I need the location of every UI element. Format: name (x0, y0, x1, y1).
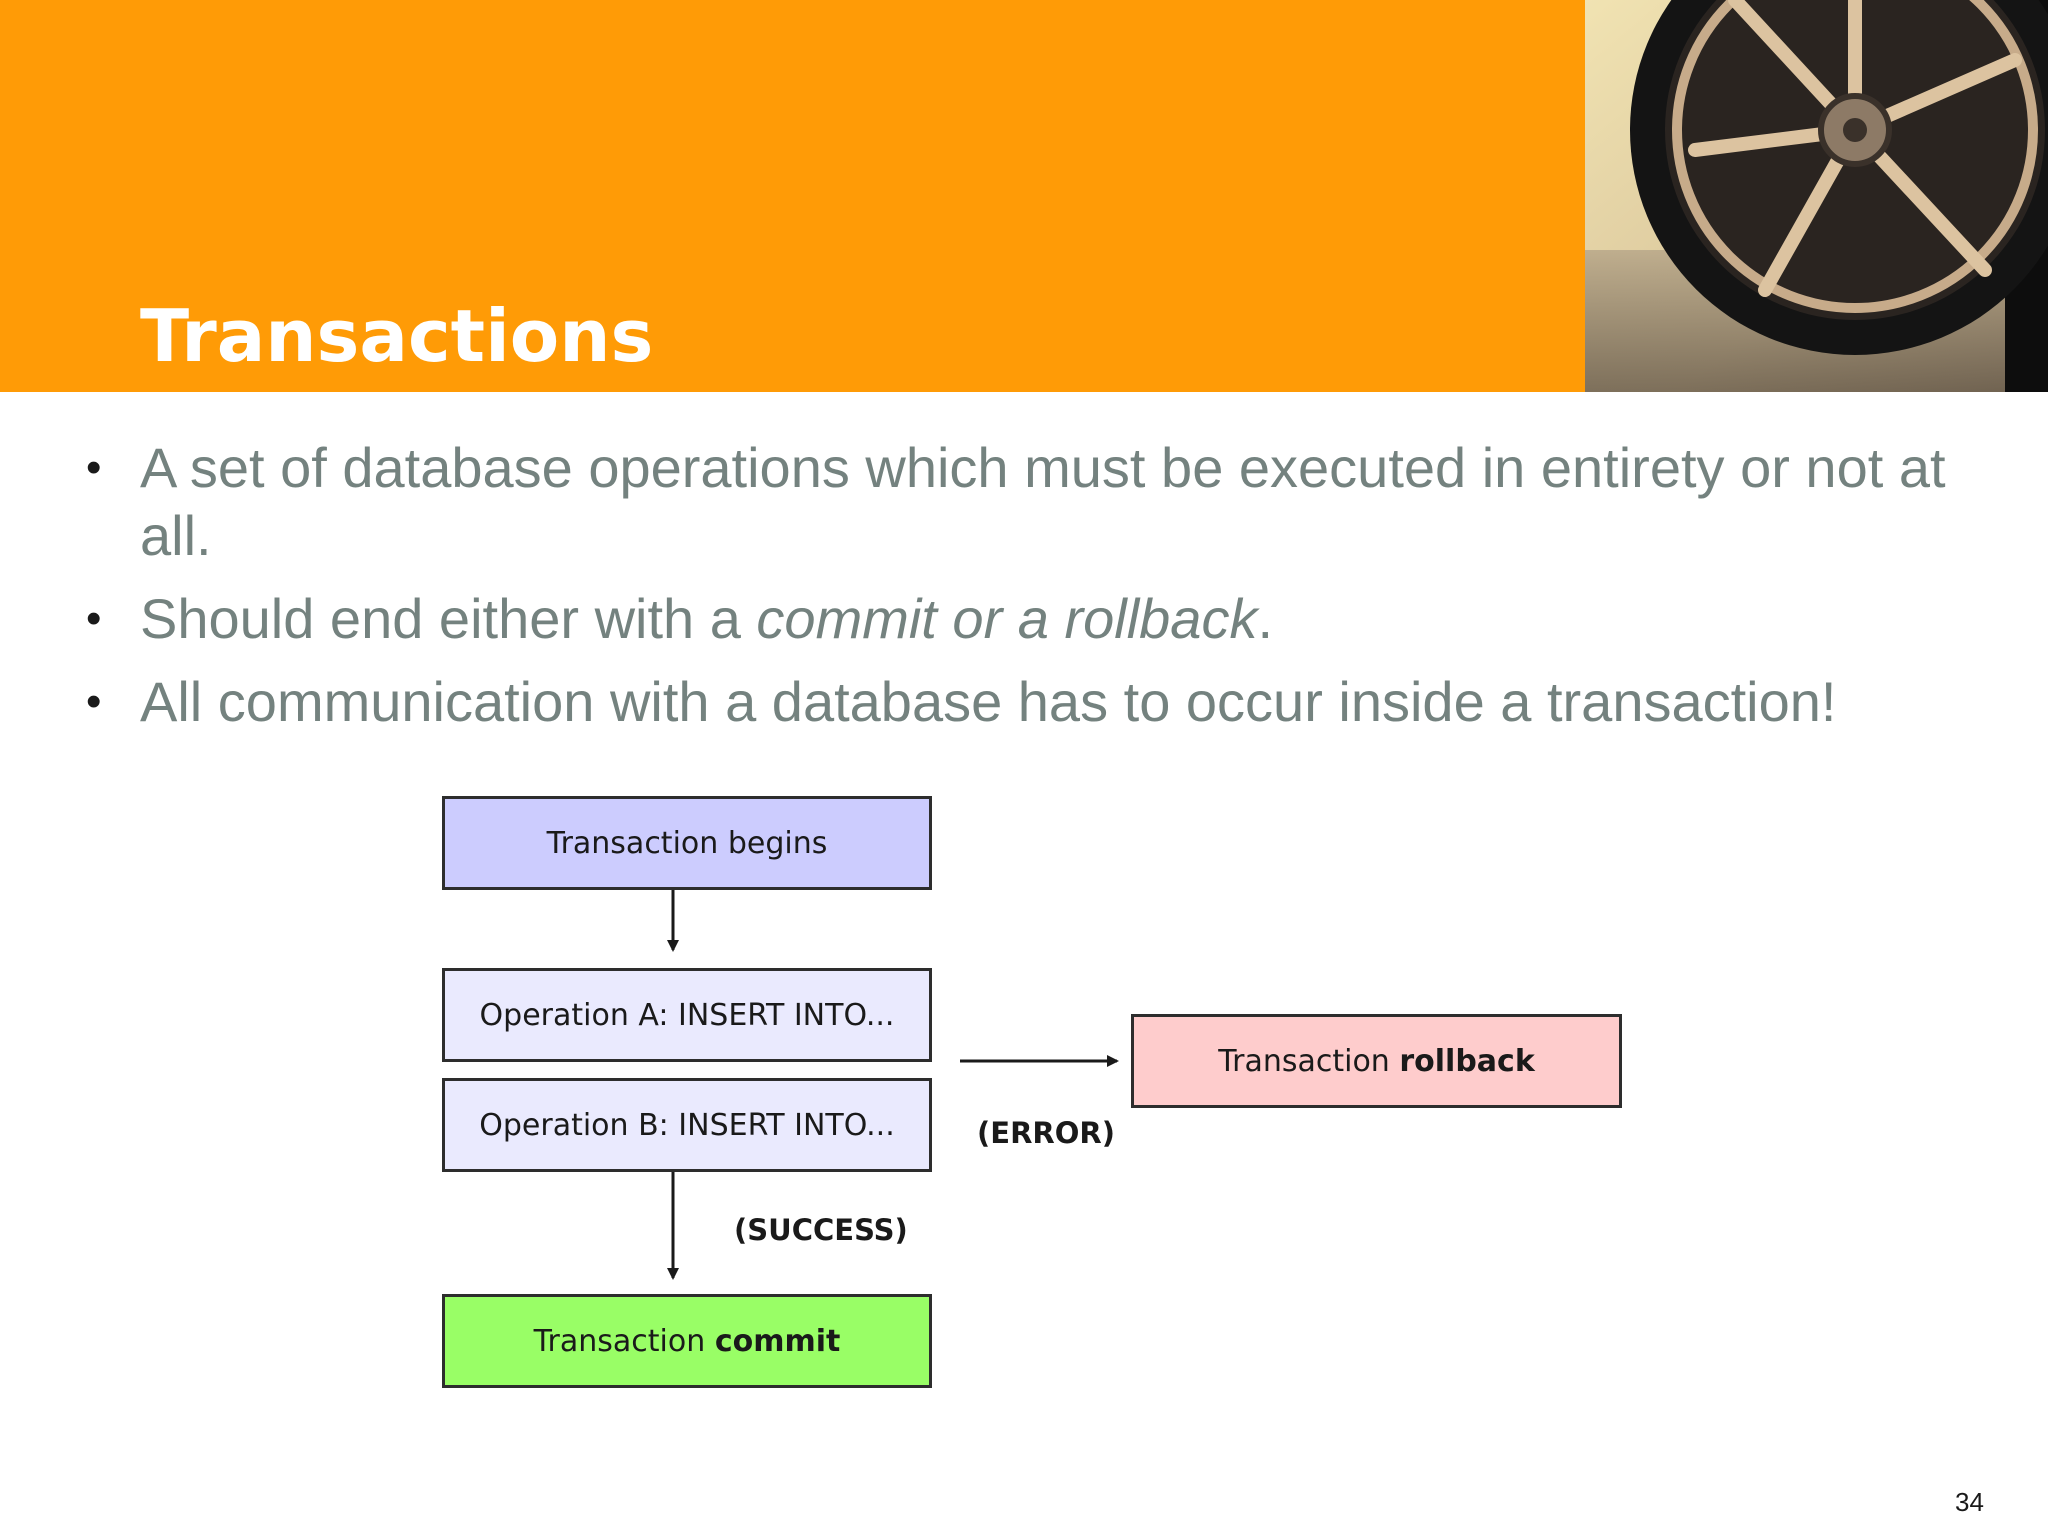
slide-title: Transactions (140, 288, 653, 384)
bullet-text: Should end either with a (140, 587, 756, 650)
error-label: (ERROR) (977, 1116, 1115, 1150)
operation-a-label: Operation A: INSERT INTO... (480, 998, 895, 1033)
bullet-marker: • (86, 668, 101, 736)
operation-b-box: Operation B: INSERT INTO... (442, 1078, 932, 1172)
commit-label-prefix: Transaction (534, 1324, 715, 1359)
transaction-rollback-box: Transaction rollback (1131, 1014, 1622, 1108)
operation-b-label: Operation B: INSERT INTO... (479, 1108, 895, 1143)
transaction-begins-box: Transaction begins (442, 796, 932, 890)
bullet-marker: • (86, 434, 101, 502)
transaction-commit-box: Transaction commit (442, 1294, 932, 1388)
operation-a-box: Operation A: INSERT INTO... (442, 968, 932, 1062)
transaction-begins-label: Transaction begins (547, 826, 828, 861)
commit-label-keyword: commit (715, 1324, 841, 1359)
page-number: 34 (1955, 1487, 2015, 1518)
car-wheel-photo (1585, 0, 2048, 392)
transaction-flow-diagram: Transaction begins Operation A: INSERT I… (420, 778, 1660, 1418)
bullet-text: A set of database operations which must … (140, 436, 1946, 567)
rollback-label-prefix: Transaction (1218, 1044, 1399, 1079)
header-band: Transactions (0, 0, 1585, 392)
bullet-text-end: . (1257, 587, 1273, 650)
bullet-text: All communication with a database has to… (140, 670, 1836, 733)
bullet-list: • A set of database operations which mus… (86, 434, 1966, 751)
bullet-item-communication: • All communication with a database has … (86, 668, 1966, 736)
rollback-label-keyword: rollback (1399, 1044, 1534, 1079)
bullet-item-commit-rollback: • Should end either with a commit or a r… (86, 585, 1966, 653)
bullet-item-definition: • A set of database operations which mus… (86, 434, 1966, 570)
bullet-emphasis: commit or a rollback (756, 587, 1257, 650)
success-label: (SUCCESS) (734, 1213, 908, 1247)
bullet-marker: • (86, 585, 101, 653)
